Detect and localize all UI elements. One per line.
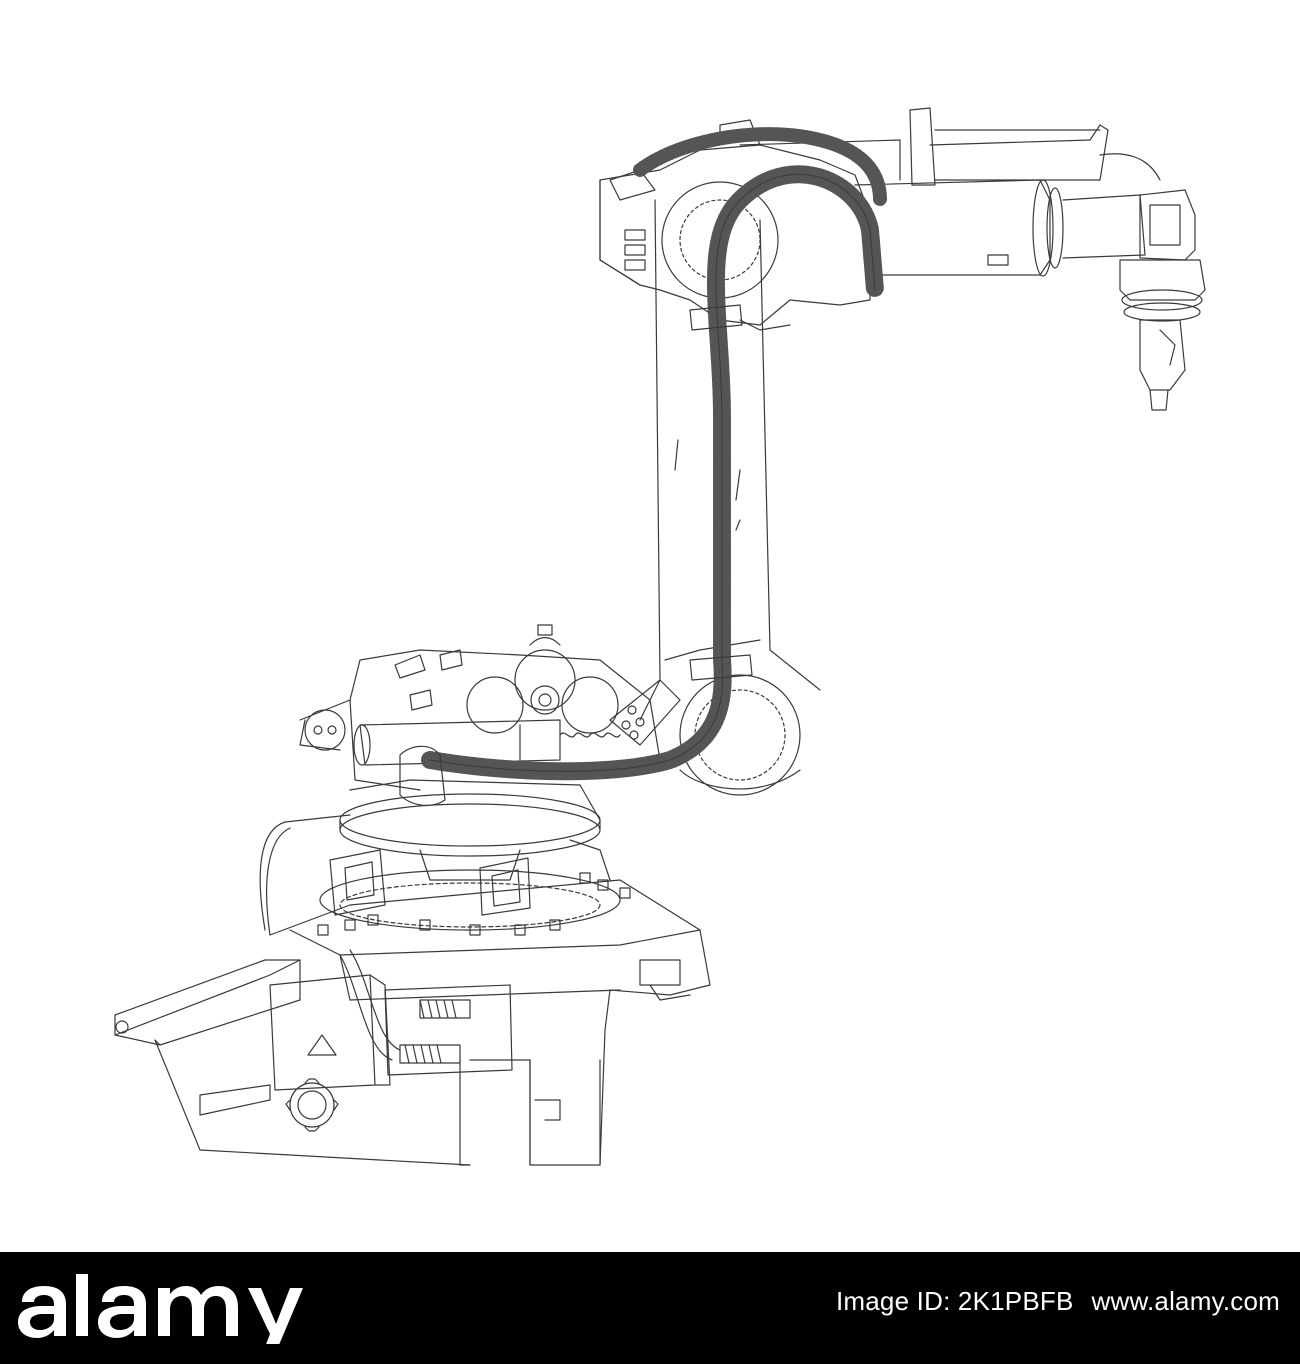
shoulder-assembly (299, 624, 661, 791)
cable-hose (399, 127, 887, 807)
alamy-logo (14, 1274, 384, 1344)
site-url-text: www.alamy.com (1091, 1286, 1280, 1316)
wrist-tool (1119, 189, 1206, 411)
lower-arm (609, 199, 821, 796)
turntable (339, 779, 611, 881)
image-info: Image ID: 2K1PBFB www.alamy.com (810, 1286, 1280, 1316)
watermark-banner: Image ID: 2K1PBFB www.alamy.com (0, 1252, 1300, 1364)
robot-arm-drawing (114, 107, 1206, 1166)
base-motor (259, 814, 513, 1132)
robot-arm-wireframe-illustration (114, 107, 1206, 1166)
robot-base (114, 849, 711, 1166)
forearm (719, 107, 1161, 277)
alamy-wordmark-logo (18, 1274, 303, 1344)
image-id-text: Image ID: 2K1PBFB (835, 1286, 1074, 1316)
